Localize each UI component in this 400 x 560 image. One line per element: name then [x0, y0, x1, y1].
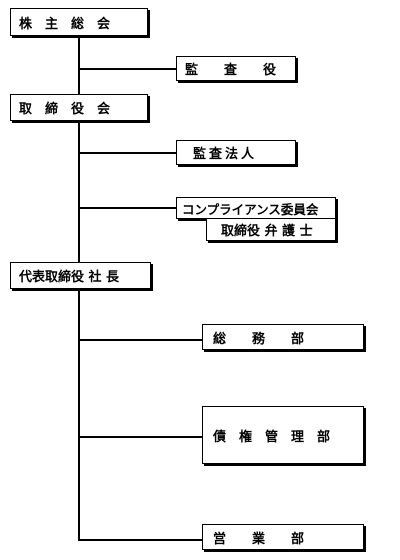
receivables-connector: [78, 436, 204, 438]
audit-firm-box: 監査法人: [176, 140, 296, 165]
sales-connector: [78, 539, 204, 541]
auditor-connector: [78, 68, 178, 70]
board-of-directors-box: 取 締 役 会: [10, 94, 148, 121]
general-affairs-connector: [78, 339, 204, 341]
director-lawyer-label: 取締役 弁 護 士: [221, 224, 313, 239]
board-of-directors-label: 取 締 役 会: [19, 102, 111, 117]
sales-dept-box: 営 業 部: [202, 524, 364, 550]
auditor-box: 監 査 役: [176, 56, 296, 81]
compliance-committee-label: コンプライアンス委員会: [182, 201, 319, 217]
compliance-connector: [78, 207, 178, 209]
trunk-line-middle: [78, 120, 80, 265]
auditor-label: 監 査 役: [185, 63, 277, 78]
general-affairs-dept-label: 総 務 部: [213, 331, 305, 347]
compliance-committee-box: コンプライアンス委員会: [176, 197, 336, 219]
audit-firm-label: 監査法人: [193, 147, 258, 162]
audit-firm-connector: [78, 152, 178, 154]
sales-dept-label: 営 業 部: [213, 531, 305, 547]
receivables-mgmt-dept-label: 債 権 管 理 部: [213, 429, 331, 445]
director-lawyer-box: 取締役 弁 護 士: [206, 219, 336, 241]
receivables-mgmt-dept-box: 債 権 管 理 部: [202, 406, 364, 464]
shareholders-meeting-box: 株 主 総 会: [10, 8, 148, 36]
shareholders-meeting-label: 株 主 総 会: [19, 16, 111, 32]
general-affairs-dept-box: 総 務 部: [202, 324, 364, 350]
representative-director-label: 代表取締役 社 長: [19, 270, 120, 285]
representative-director-box: 代表取締役 社 長: [10, 262, 151, 289]
trunk-line-bottom: [78, 287, 80, 541]
